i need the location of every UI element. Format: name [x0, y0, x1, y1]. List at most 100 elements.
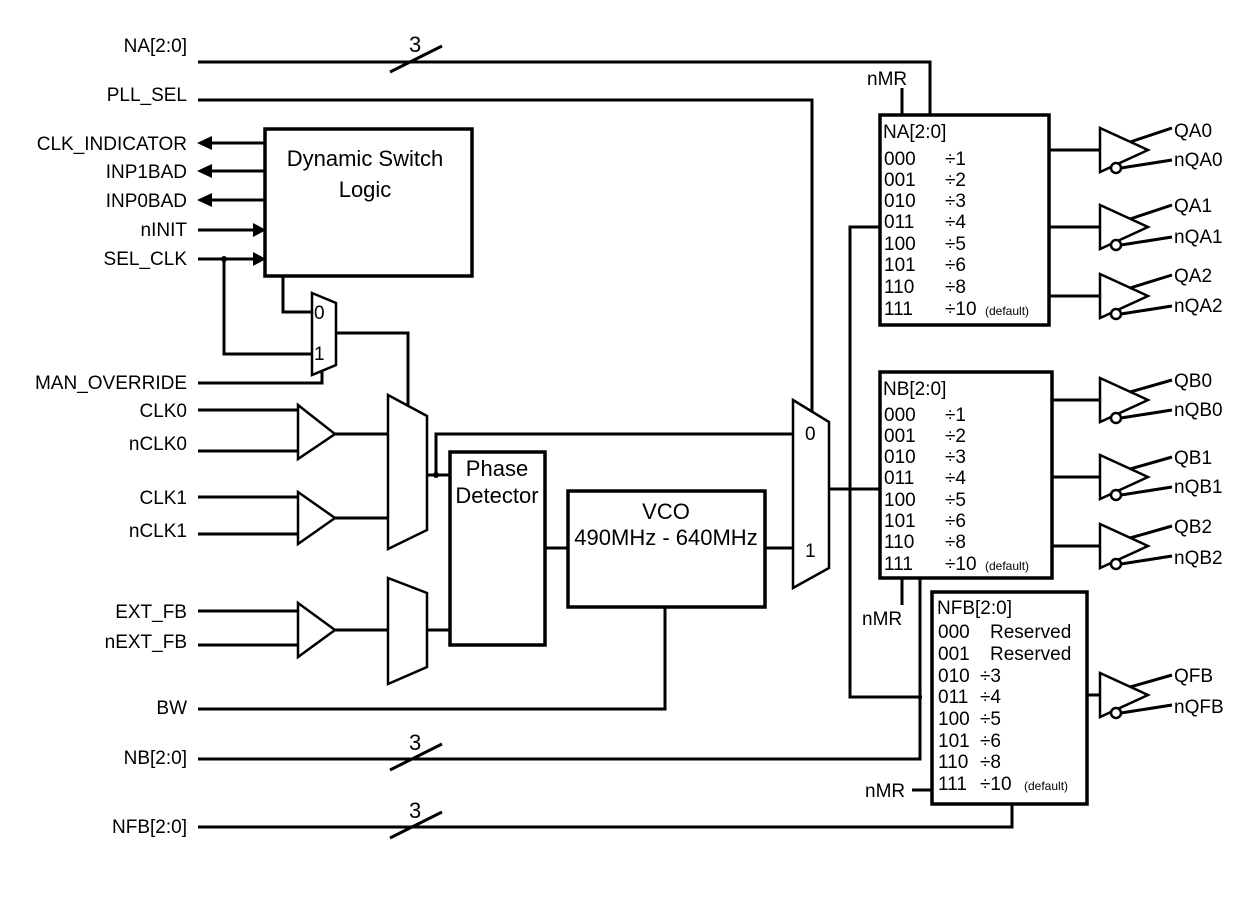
nqb1-label: nQB1: [1174, 477, 1223, 498]
nfb-row-div: ÷5: [980, 709, 1001, 730]
nb-row-default: (default): [985, 559, 1029, 573]
phase-detector-label-line1: Phase: [466, 456, 528, 481]
nqb2-label: nQB2: [1174, 548, 1223, 569]
nfb-row-div: ÷10: [980, 774, 1012, 795]
na-divider-rows: 000 ÷1 001 ÷2 010 ÷3 011 ÷4 100 ÷5 101 ÷…: [884, 149, 1029, 320]
na-row-code: 110: [884, 277, 914, 298]
nmr-labels: nMR nMR nMR: [862, 69, 907, 802]
nfb-label: NFB[2:0]: [112, 817, 187, 838]
na-row-div: ÷10: [945, 299, 977, 320]
na-row-code: 100: [884, 234, 916, 255]
ext-fb-label: EXT_FB: [115, 602, 187, 623]
nclk1-label: nCLK1: [129, 521, 187, 542]
ninit-arrow-icon: [253, 223, 266, 237]
nb-row-div: ÷8: [945, 532, 966, 553]
nfb-row-div: ÷6: [980, 731, 1001, 752]
arrowheads: [197, 136, 266, 266]
bw-label: BW: [156, 698, 187, 719]
nfb-row-code: 101: [938, 731, 970, 752]
na-label: NA[2:0]: [124, 36, 187, 57]
pll-sel-label: PLL_SEL: [107, 85, 187, 106]
reference-mux: [386, 392, 429, 551]
nfb-row-code: 011: [938, 687, 968, 708]
na-bus-width: 3: [409, 32, 421, 57]
inp1bad-arrow-icon: [197, 164, 212, 178]
nb-bus-width: 3: [409, 730, 421, 755]
na-row-code: 011: [884, 212, 914, 233]
inp1bad-label: INP1BAD: [106, 162, 187, 183]
na-row-code: 111: [884, 299, 913, 320]
na-row-div: ÷2: [945, 170, 966, 191]
nfb-row-div: Reserved: [990, 622, 1071, 643]
clk0-label: CLK0: [139, 401, 187, 422]
nfb-row-code: 010: [938, 666, 970, 687]
na-divider-block: NA[2:0] 000 ÷1 001 ÷2 010 ÷3 011 ÷4 100 …: [878, 113, 1051, 327]
qb0-label: QB0: [1174, 371, 1212, 392]
nqfb-label: nQFB: [1174, 697, 1224, 718]
nb-row-code: 101: [884, 511, 916, 532]
override-mux-label-0: 0: [314, 303, 325, 324]
na-bus-wire: [198, 60, 932, 115]
nb-row-div: ÷2: [945, 426, 966, 447]
nb-row-code: 011: [884, 468, 914, 489]
na-divider-title: NA[2:0]: [883, 122, 946, 143]
na-bus-slash: [389, 44, 443, 74]
output-mux-label-0: 0: [805, 424, 816, 445]
dynamic-switch-logic-block: Dynamic Switch Logic: [263, 127, 474, 278]
qa1-buffer: [1098, 203, 1173, 252]
clk-indicator-arrow-icon: [197, 136, 212, 150]
clk-indicator-label: CLK_INDICATOR: [37, 134, 187, 155]
nfb-bus-wire: [198, 804, 1014, 829]
inp0bad-label: INP0BAD: [106, 191, 187, 212]
nfb-row-default: (default): [1024, 779, 1068, 793]
nb-row-code: 111: [884, 554, 913, 575]
small-mux-out-wire: [336, 331, 410, 405]
input-labels: NA[2:0] PLL_SEL CLK_INDICATOR INP1BAD IN…: [35, 36, 187, 838]
sel-clk-branch-wire: [222, 259, 312, 356]
nb-row-div: ÷3: [945, 447, 966, 468]
nb-row-code: 110: [884, 532, 914, 553]
na-row-div: ÷5: [945, 234, 966, 255]
clk1-buffer: [296, 489, 338, 547]
junctions: [221, 256, 439, 478]
nfb-row-div: ÷3: [980, 666, 1001, 687]
qb1-buffer: [1098, 453, 1173, 502]
nqa1-label: nQA1: [1174, 227, 1223, 248]
nb-row-code: 010: [884, 447, 916, 468]
ext-fb-buffer: [296, 600, 338, 660]
nqa0-label: nQA0: [1174, 150, 1223, 171]
qa2-label: QA2: [1174, 266, 1212, 287]
nfb-row-code: 001: [938, 644, 970, 665]
nclk0-label: nCLK0: [129, 434, 187, 455]
output-buffers: [1098, 126, 1173, 720]
nb-row-div: ÷5: [945, 490, 966, 511]
dynamic-switch-label-line1: Dynamic Switch: [287, 146, 443, 171]
nqa2-label: nQA2: [1174, 296, 1223, 317]
input-buffers: [296, 402, 338, 660]
phase-detector-label-line2: Detector: [455, 483, 538, 508]
na-row-code: 101: [884, 255, 916, 276]
nb-label: NB[2:0]: [124, 748, 187, 769]
qa0-buffer: [1098, 126, 1173, 175]
qfb-buffer: [1098, 671, 1173, 720]
man-override-label: MAN_OVERRIDE: [35, 373, 187, 394]
nmr-nb-label: nMR: [862, 609, 902, 630]
nfb-bus-slash: [389, 810, 443, 840]
nmr-nfb-label: nMR: [865, 781, 905, 802]
nb-row-div: ÷6: [945, 511, 966, 532]
nb-bus-slash: [389, 742, 443, 772]
qa1-label: QA1: [1174, 196, 1212, 217]
bus-slashes: 3 3 3: [389, 32, 443, 840]
qb2-buffer: [1098, 522, 1173, 571]
qa2-buffer: [1098, 272, 1173, 321]
na-row-div: ÷3: [945, 191, 966, 212]
nfb-row-code: 000: [938, 622, 970, 643]
qb1-label: QB1: [1174, 448, 1212, 469]
vco-label: VCO: [642, 499, 690, 524]
na-row-default: (default): [985, 304, 1029, 318]
na-row-code: 000: [884, 149, 916, 170]
wires: [198, 60, 1100, 829]
man-override-wire: [198, 366, 324, 385]
pll-sel-wire: [198, 98, 814, 420]
na-row-div: ÷4: [945, 212, 966, 233]
